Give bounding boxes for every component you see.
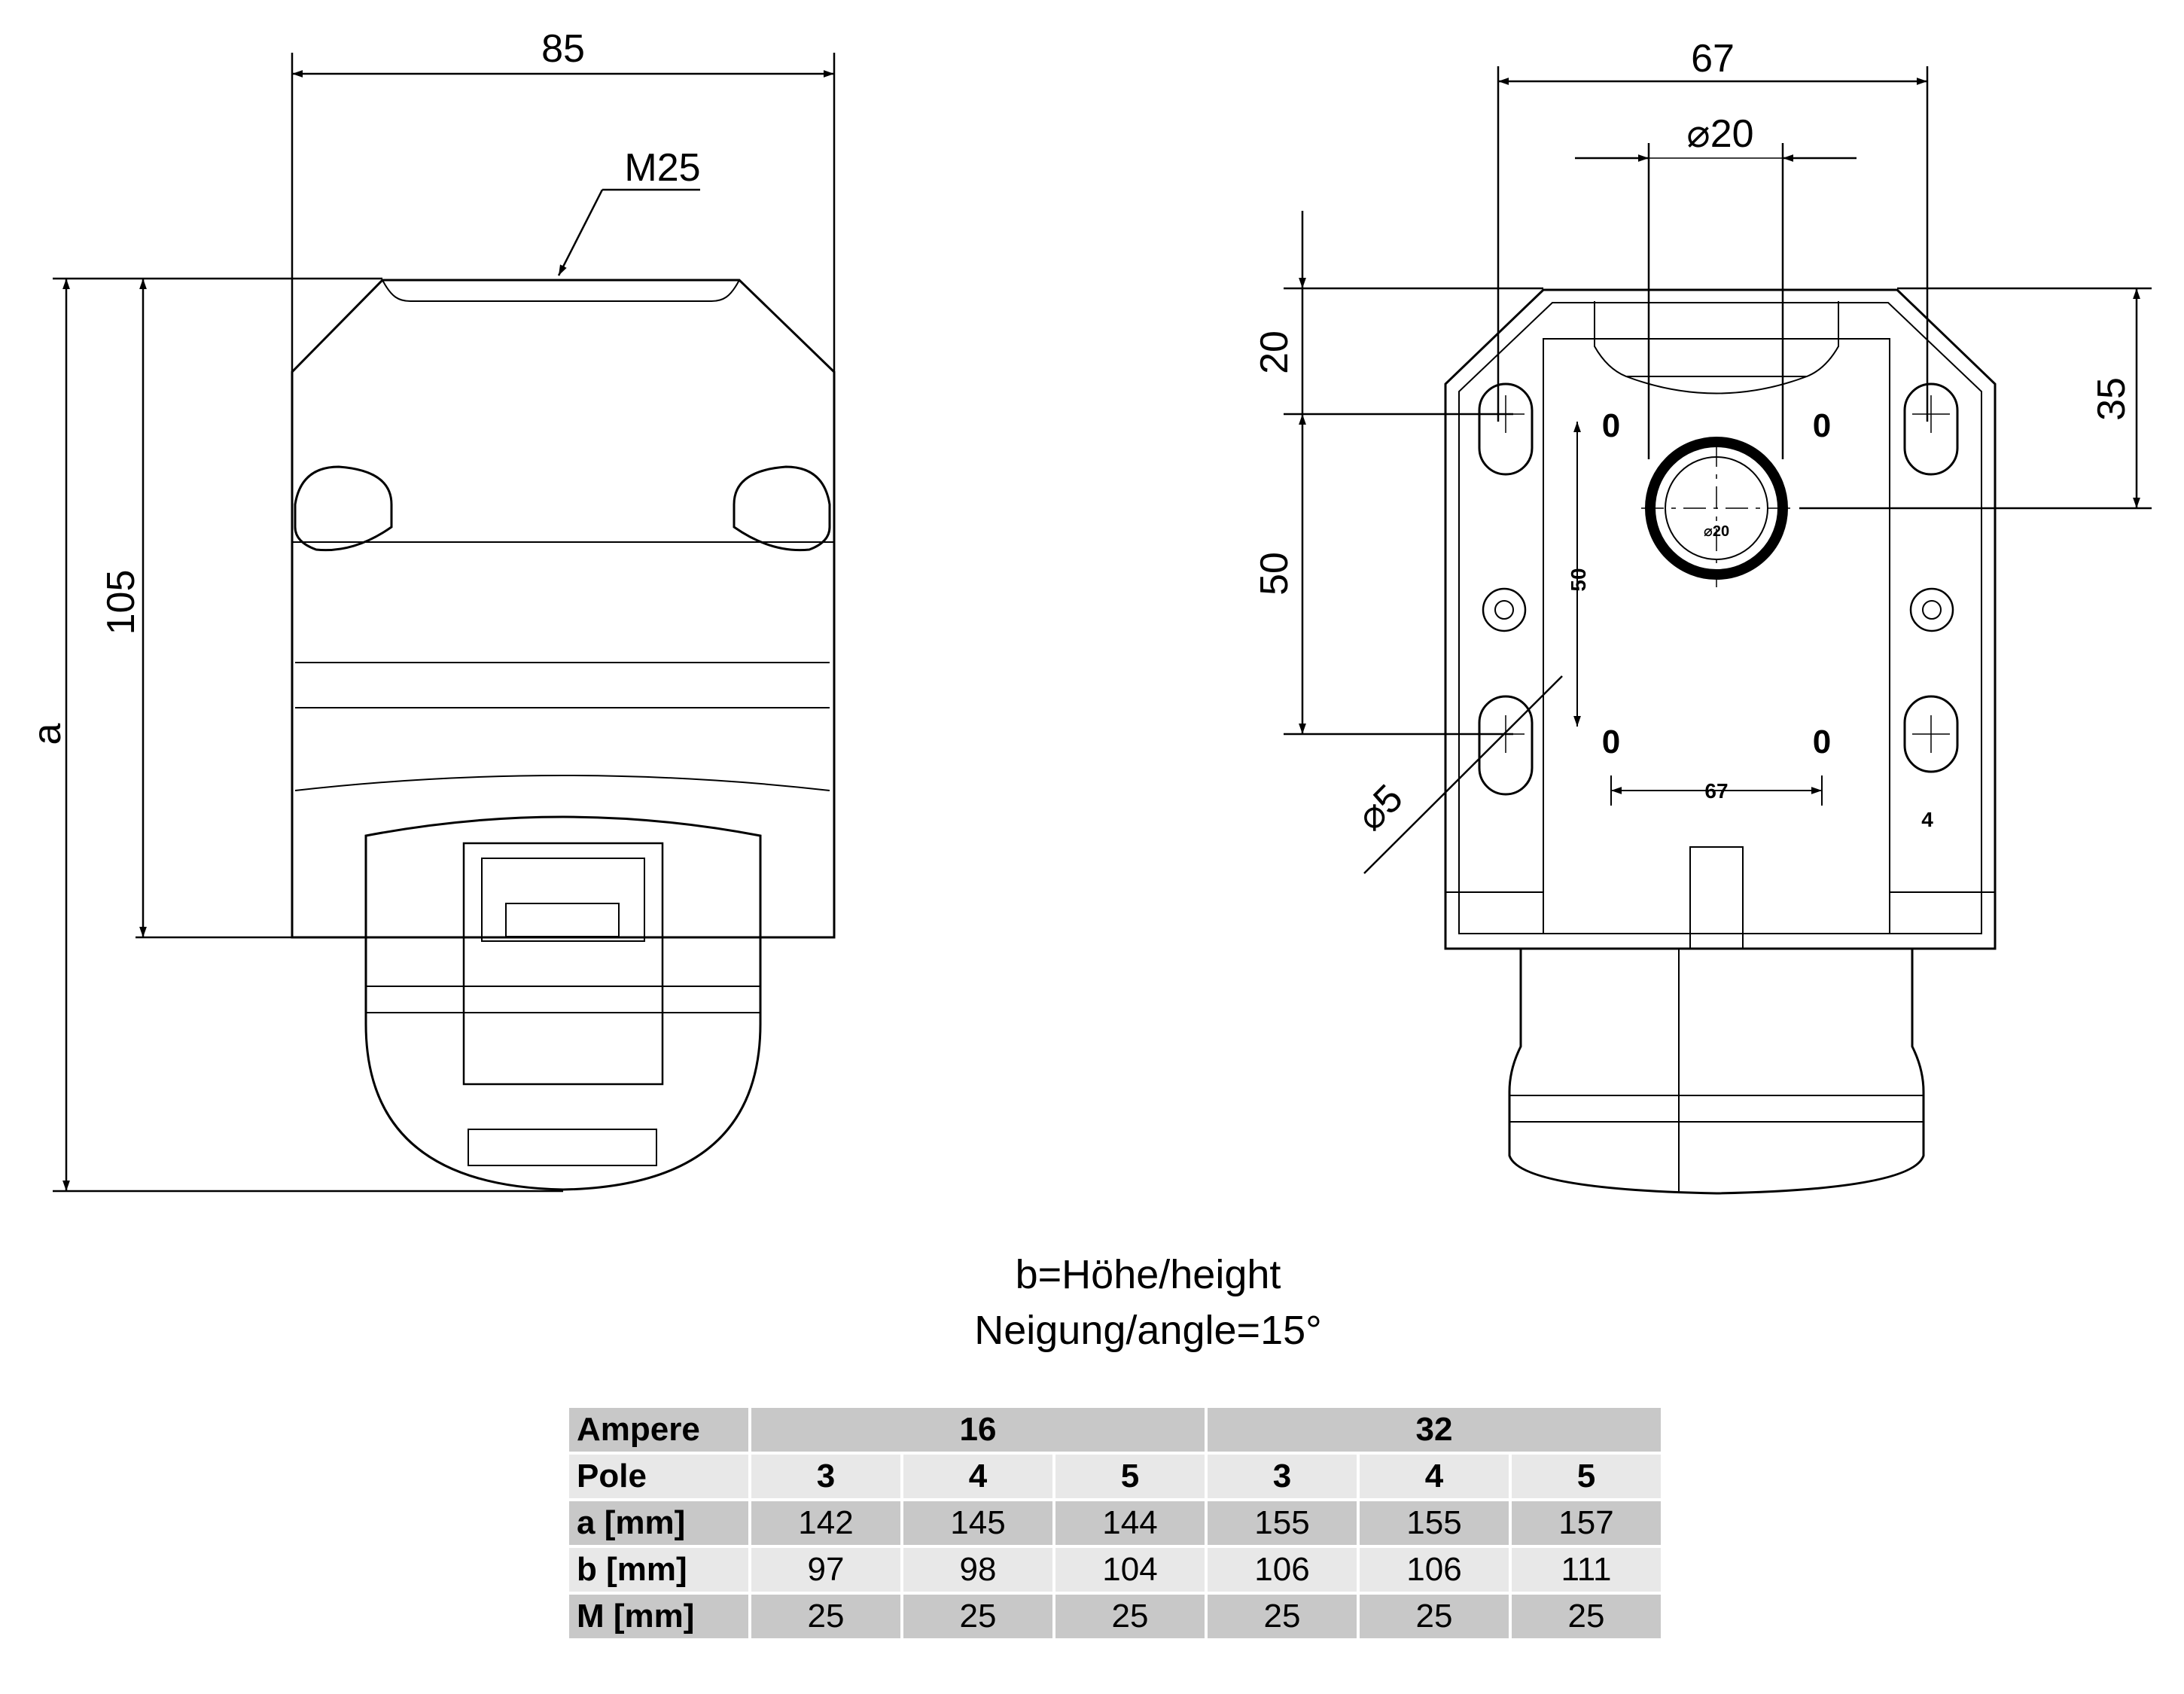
caption-height: b=Höhe/height <box>1015 1252 1281 1297</box>
table-cell: 25 <box>1055 1595 1205 1638</box>
table-cell: 3 <box>751 1455 900 1498</box>
table-cell: 25 <box>1512 1595 1661 1638</box>
inner-vertical-label: 50 <box>1567 568 1590 591</box>
table-cell: 25 <box>1208 1595 1357 1638</box>
right-clip <box>1909 587 1954 632</box>
row-label: M [mm] <box>569 1595 748 1638</box>
table-cell: 25 <box>903 1595 1052 1638</box>
side-thread-dimension: M25 <box>624 146 700 190</box>
table-row-a: a [mm] 142 145 144 155 155 157 <box>569 1501 1661 1545</box>
specification-table: Ampere 16 32 Pole 3 4 5 3 4 5 a [mm] 142… <box>566 1405 1664 1641</box>
table-cell: 4 <box>903 1455 1052 1498</box>
lid-latch <box>462 842 664 1086</box>
technical-drawing: 85 M25 105 a <box>26 27 2152 1195</box>
hole-diameter-dimension: ⌀5 <box>1348 776 1412 839</box>
table-cell: 104 <box>1055 1548 1205 1592</box>
row-label: Pole <box>569 1455 748 1498</box>
row-label: b [mm] <box>569 1548 748 1592</box>
center-diameter-dimension: ⌀20 <box>1686 112 1753 156</box>
table-cell: 111 <box>1512 1548 1661 1592</box>
caption-angle: Neigung/angle=15° <box>974 1308 1322 1353</box>
table-row-m: M [mm] 25 25 25 25 25 25 <box>569 1595 1661 1638</box>
corner-mark-top-right: 0 <box>1813 407 1831 444</box>
table-row-ampere: Ampere 16 32 <box>569 1408 1661 1452</box>
mounting-plate <box>1444 288 1997 950</box>
slot-top-right <box>1903 382 1959 476</box>
front-width-dimension: 67 <box>1691 37 1735 81</box>
table-cell: 5 <box>1055 1455 1205 1498</box>
table-cell: 155 <box>1360 1501 1509 1545</box>
table-cell: 3 <box>1208 1455 1357 1498</box>
row-label: a [mm] <box>569 1501 748 1545</box>
left-mounting-lug <box>294 465 393 552</box>
ampere-group-16: 16 <box>751 1408 1205 1452</box>
table-cell: 144 <box>1055 1501 1205 1545</box>
table-cell: 4 <box>1360 1455 1509 1498</box>
table-cell: 106 <box>1360 1548 1509 1592</box>
table-row-pole: Pole 3 4 5 3 4 5 <box>569 1455 1661 1498</box>
table-cell: 142 <box>751 1501 900 1545</box>
table-cell: 5 <box>1512 1455 1661 1498</box>
right-offset-dimension: 35 <box>2090 377 2134 421</box>
slot-bottom-left <box>1478 695 1534 796</box>
front-view-dimensions <box>1284 66 2152 874</box>
table-cell: 97 <box>751 1548 900 1592</box>
side-view-dimensions <box>53 53 836 1193</box>
table-cell: 25 <box>1360 1595 1509 1638</box>
side-width-dimension: 85 <box>541 27 585 71</box>
center-knockout-label: ⌀20 <box>1704 523 1729 540</box>
table-cell: 25 <box>751 1595 900 1638</box>
corner-mark-bottom-left: 0 <box>1602 724 1620 760</box>
slot-bottom-right <box>1903 695 1959 773</box>
slot-top-left <box>1478 382 1534 476</box>
left-clip <box>1482 587 1527 632</box>
label-4: 4 <box>1921 808 1933 831</box>
right-mounting-lug <box>733 465 831 552</box>
inner-horizontal-label: 67 <box>1704 779 1728 803</box>
front-socket-body <box>1508 949 1925 1195</box>
table-row-b: b [mm] 97 98 104 106 106 111 <box>569 1548 1661 1592</box>
side-view <box>291 279 836 1191</box>
vertical-spacing-dimension: 50 <box>1253 552 1296 596</box>
socket-body <box>364 815 762 1191</box>
front-view <box>1444 288 1997 1195</box>
row-label: Ampere <box>569 1408 748 1452</box>
top-offset-dimension: 20 <box>1253 331 1296 374</box>
table-cell: 157 <box>1512 1501 1661 1545</box>
table-cell: 145 <box>903 1501 1052 1545</box>
table-cell: 106 <box>1208 1548 1357 1592</box>
side-height-dimension: 105 <box>99 570 143 635</box>
side-housing-outline <box>291 279 836 939</box>
corner-mark-bottom-right: 0 <box>1813 724 1831 760</box>
table-cell: 155 <box>1208 1501 1357 1545</box>
socket-label-plate <box>468 1129 657 1166</box>
corner-mark-top-left: 0 <box>1602 407 1620 444</box>
ampere-group-32: 32 <box>1208 1408 1661 1452</box>
table-cell: 98 <box>903 1548 1052 1592</box>
side-overall-dimension: a <box>26 723 69 745</box>
